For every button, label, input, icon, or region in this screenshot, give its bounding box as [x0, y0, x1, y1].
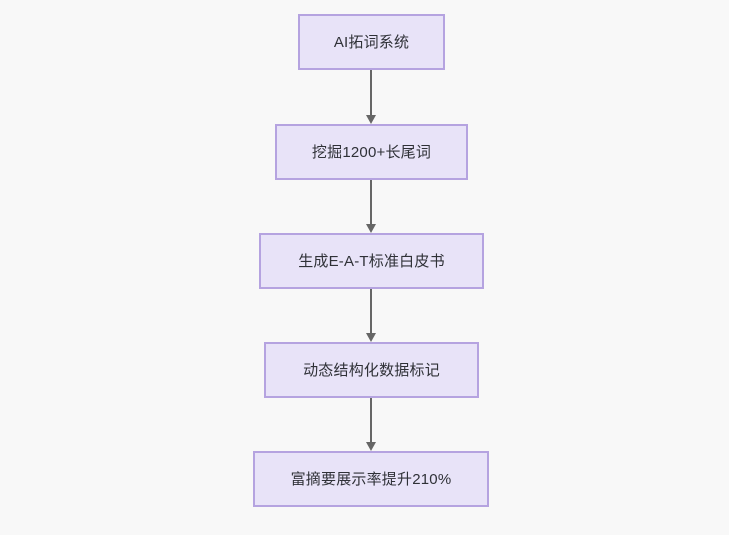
flow-node-label: 富摘要展示率提升210% [290, 470, 452, 488]
flow-node-label: 挖掘1200+长尾词 [311, 143, 432, 161]
flow-arrow-2 [366, 180, 376, 233]
flow-node-n1[interactable]: AI拓词系统 [298, 14, 445, 70]
flow-node-label: AI拓词系统 [333, 33, 410, 51]
flow-node-label: 生成E-A-T标准白皮书 [298, 252, 445, 270]
flow-node-label: 动态结构化数据标记 [303, 361, 440, 379]
flow-node-n2[interactable]: 挖掘1200+长尾词 [275, 124, 468, 180]
flow-arrow-3 [366, 289, 376, 342]
flow-node-n4[interactable]: 动态结构化数据标记 [264, 342, 479, 398]
flow-arrow-1 [366, 70, 376, 124]
flow-arrow-4 [366, 398, 376, 451]
flow-node-n3[interactable]: 生成E-A-T标准白皮书 [259, 233, 484, 289]
flow-node-n5[interactable]: 富摘要展示率提升210% [253, 451, 489, 507]
